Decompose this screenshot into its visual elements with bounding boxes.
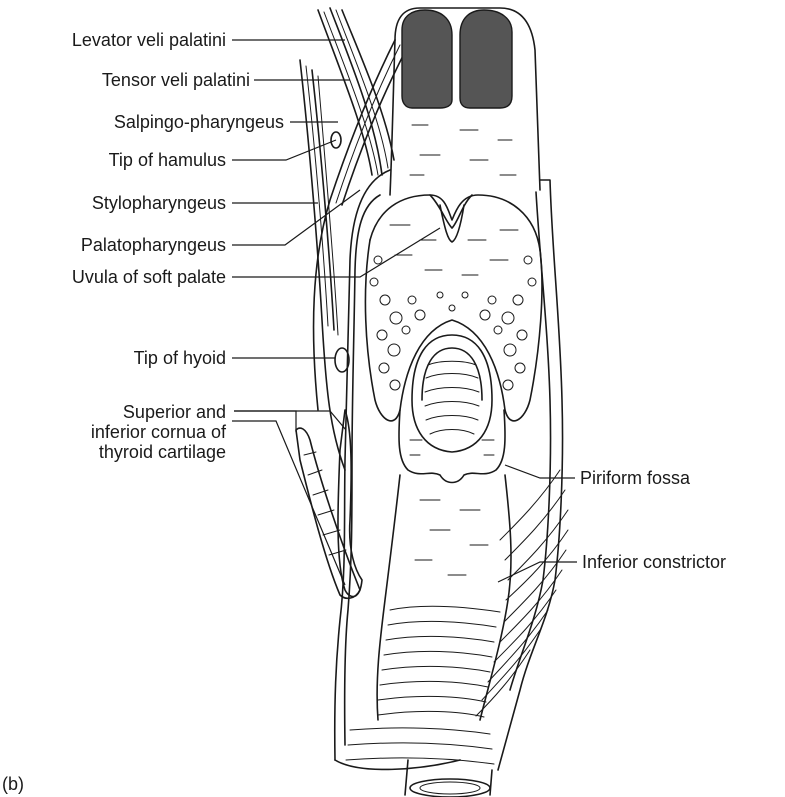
label-levator-veli-palatini: Levator veli palatini [72,30,226,50]
label-salpingo-pharyngeus: Salpingo-pharyngeus [114,112,284,132]
left-choana [402,10,452,108]
label-tip-of-hyoid: Tip of hyoid [134,348,226,368]
label-tip-of-hamulus: Tip of hamulus [109,150,226,170]
mucosa-texture [370,256,536,390]
right-choana [460,10,512,108]
esophagus-opening [335,760,492,797]
soft-palate [370,195,540,275]
label-cornua-line-1: Superior and [123,402,226,422]
label-stylopharyngeus: Stylopharyngeus [92,193,226,213]
label-uvula-of-soft-palate: Uvula of soft palate [72,267,226,287]
label-tensor-veli-palatini: Tensor veli palatini [102,70,250,90]
epiglottis [412,335,492,452]
panel-label: (b) [2,774,24,794]
laryngopharynx [346,475,511,764]
nasopharynx [390,8,540,195]
label-cornua-line-2: inferior cornua of [91,422,227,442]
label-inferior-constrictor: Inferior constrictor [582,552,726,572]
label-cornua-line-3: thyroid cartilage [99,442,226,462]
pharynx-illustration [296,8,568,797]
laryngeal-inlet [365,240,542,483]
label-piriform-fossa: Piriform fossa [580,468,691,488]
label-palatopharyngeus: Palatopharyngeus [81,235,226,255]
uvula-shape [440,205,464,242]
